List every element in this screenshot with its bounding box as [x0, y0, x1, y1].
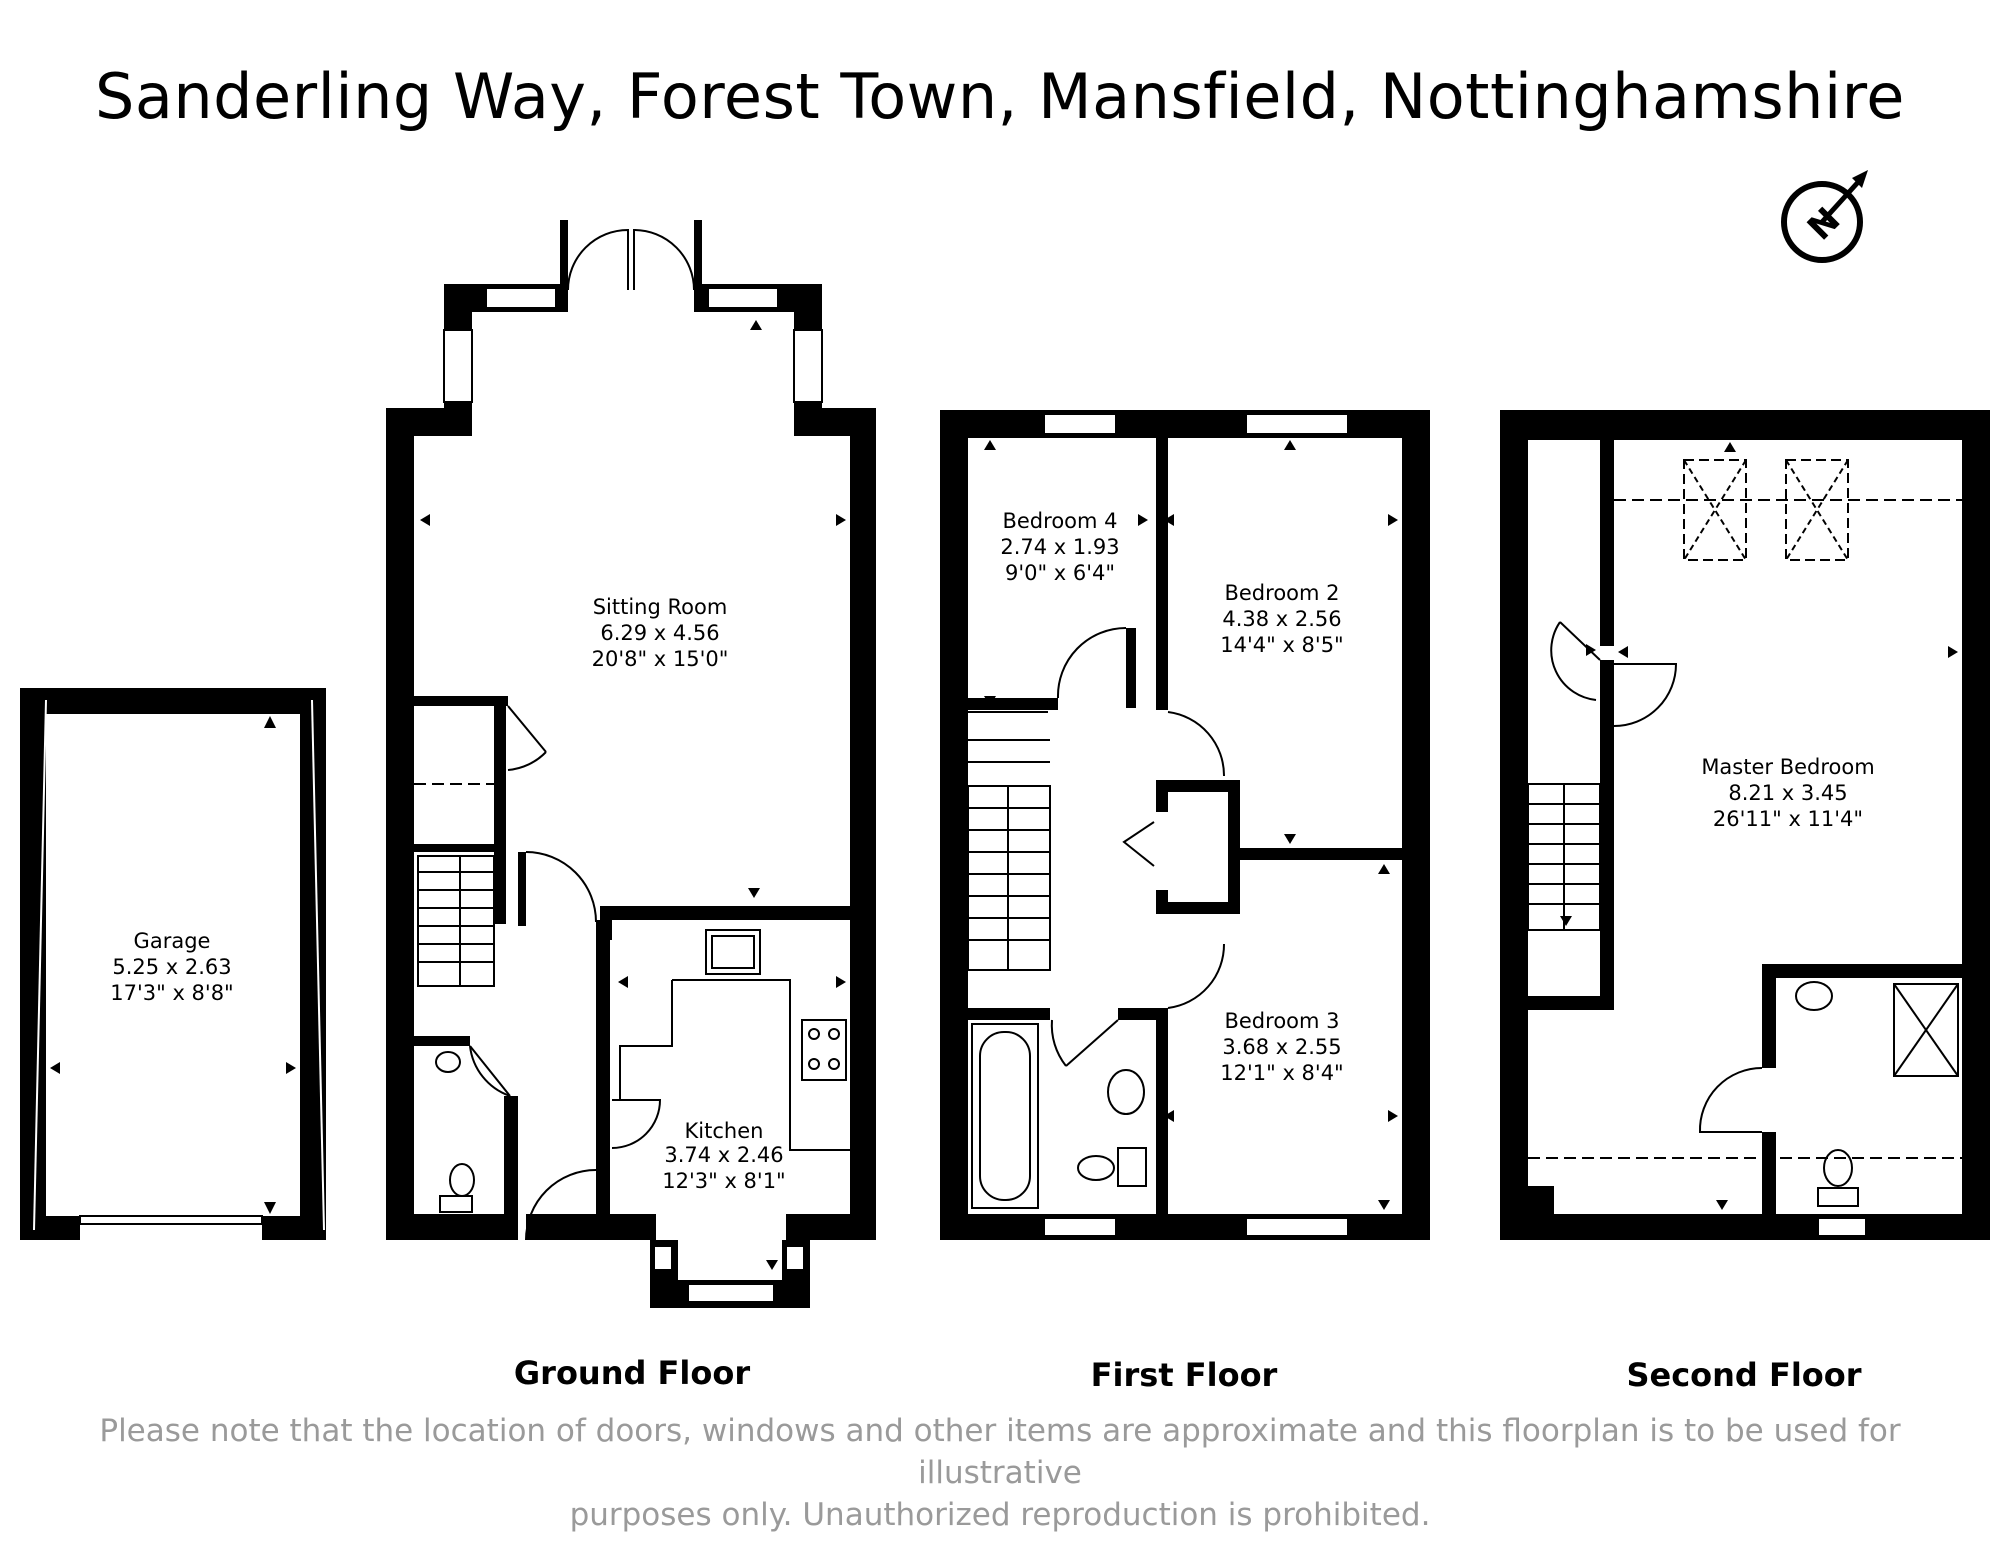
room-imperial: 14'4" x 8'5": [1220, 633, 1343, 657]
room-name: Master Bedroom: [1701, 755, 1874, 779]
room-metric: 3.68 x 2.55: [1222, 1035, 1341, 1059]
room-label-kitchen: Kitchen 3.74 x 2.46 12'3" x 8'1": [662, 1119, 785, 1193]
second-floor-plan: [1500, 410, 1990, 1240]
room-label-garage: Garage 5.25 x 2.63 17'3" x 8'8": [110, 929, 233, 1005]
room-label-bedroom-4: Bedroom 4 2.74 x 1.93 9'0" x 6'4": [1000, 509, 1119, 585]
room-name: Bedroom 3: [1224, 1009, 1339, 1033]
room-metric: 8.21 x 3.45: [1728, 781, 1847, 805]
floor-label-first: First Floor: [1091, 1356, 1278, 1394]
room-metric: 6.29 x 4.56: [600, 621, 719, 645]
disclaimer-line-1: Please note that the location of doors, …: [99, 1413, 1901, 1491]
room-imperial: 17'3" x 8'8": [110, 981, 233, 1005]
room-metric: 2.74 x 1.93: [1000, 535, 1119, 559]
room-name: Bedroom 2: [1224, 581, 1339, 605]
first-floor-plan: [940, 410, 1430, 1240]
room-imperial: 20'8" x 15'0": [592, 647, 729, 671]
north-arrow-icon: N: [1781, 170, 1868, 263]
room-label-master-bedroom: Master Bedroom 8.21 x 3.45 26'11" x 11'4…: [1701, 755, 1874, 831]
ground-floor-plan: [386, 220, 876, 1308]
room-name: Garage: [134, 929, 211, 953]
floor-label-ground: Ground Floor: [514, 1354, 750, 1392]
floor-label-second: Second Floor: [1626, 1356, 1861, 1394]
room-imperial: 12'3" x 8'1": [662, 1169, 785, 1193]
north-letter: N: [1800, 200, 1848, 248]
room-name: Sitting Room: [593, 595, 728, 619]
room-label-sitting-room: Sitting Room 6.29 x 4.56 20'8" x 15'0": [592, 595, 729, 671]
disclaimer-line-2: purposes only. Unauthorized reproduction…: [569, 1497, 1431, 1533]
room-metric: 5.25 x 2.63: [112, 955, 231, 979]
garage-plan: [20, 688, 326, 1240]
room-label-bedroom-3: Bedroom 3 3.68 x 2.55 12'1" x 8'4": [1220, 1009, 1343, 1085]
room-metric: 3.74 x 2.46: [664, 1143, 783, 1167]
room-name: Bedroom 4: [1002, 509, 1117, 533]
disclaimer: Please note that the location of doors, …: [40, 1410, 1960, 1536]
room-name: Kitchen: [685, 1119, 764, 1143]
room-imperial: 9'0" x 6'4": [1005, 561, 1115, 585]
plan-title: Sanderling Way, Forest Town, Mansfield, …: [95, 60, 1905, 133]
room-imperial: 12'1" x 8'4": [1220, 1061, 1343, 1085]
room-label-bedroom-2: Bedroom 2 4.38 x 2.56 14'4" x 8'5": [1220, 581, 1343, 657]
room-imperial: 26'11" x 11'4": [1713, 807, 1863, 831]
room-metric: 4.38 x 2.56: [1222, 607, 1341, 631]
